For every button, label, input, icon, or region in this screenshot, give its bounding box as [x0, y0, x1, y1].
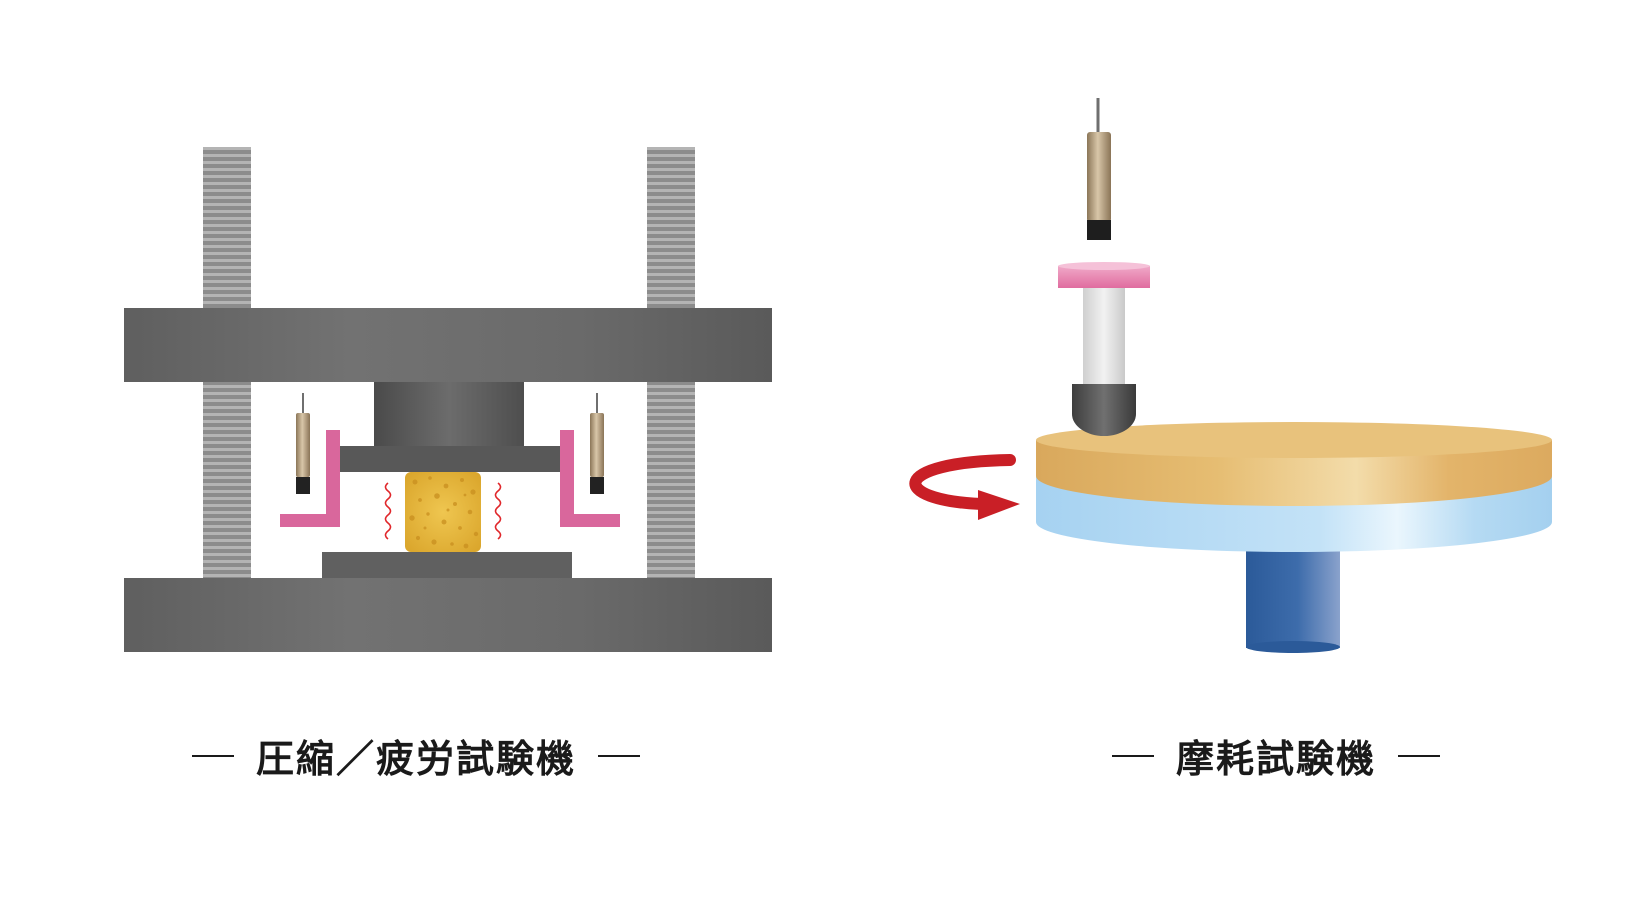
- bracket-right: [560, 430, 620, 527]
- proximity-sensor-icon: [590, 393, 604, 494]
- vibration-wave-icon: [494, 482, 502, 540]
- abrasion-tester: [909, 98, 1552, 653]
- rotation-shaft: [1246, 540, 1340, 648]
- rotation-arrow-icon: [909, 454, 1020, 520]
- caption-dash-right: [598, 754, 641, 757]
- vibration-wave-icon: [384, 482, 392, 540]
- caption-dash-left: [192, 754, 234, 757]
- caption-right-text: 摩耗試験機: [1176, 737, 1377, 781]
- caption-dash-left: [1112, 754, 1154, 757]
- abrasion-stylus: [1058, 98, 1150, 436]
- proximity-sensor-icon: [296, 393, 310, 494]
- proximity-sensor-icon: [1087, 132, 1111, 222]
- piston-block: [374, 382, 524, 446]
- bracket-left: [280, 430, 340, 527]
- caption-compression-tester: 圧縮／疲労試験機: [192, 728, 641, 783]
- caption-dash-right: [1398, 754, 1441, 757]
- sponge-sample: [405, 472, 481, 552]
- top-plate: [124, 308, 772, 382]
- upper-press-plate: [334, 446, 566, 472]
- caption-left-text: 圧縮／疲労試験機: [256, 737, 577, 781]
- lower-press-plate: [322, 552, 572, 578]
- turntable-surface: [1036, 422, 1552, 458]
- bottom-plate: [124, 578, 772, 652]
- compression-tester: [124, 147, 772, 652]
- turntable-top: [1036, 440, 1552, 506]
- caption-abrasion-tester: 摩耗試験機: [1112, 728, 1441, 783]
